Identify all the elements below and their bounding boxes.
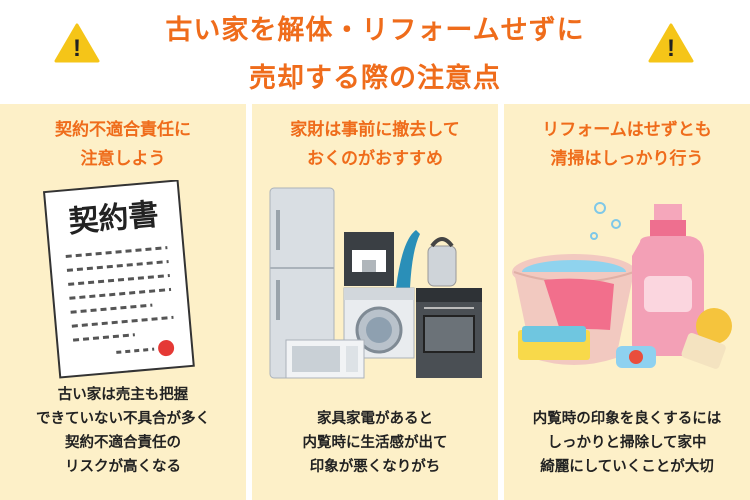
panel-body-line: リスクが高くなる (65, 459, 181, 475)
panel-title-line: リフォームはせずとも (542, 120, 712, 140)
panel-title-line: 清掃はしっかり行う (550, 149, 704, 169)
panel-cleaning: リフォームはせずとも 清掃はしっかり行う (504, 104, 750, 500)
appliances-illustration (269, 187, 482, 379)
panel-body: 内覧時の印象を良くするには しっかりと掃除して家中 綺麗にしていくことが大切 (504, 407, 750, 479)
coffee-maker-icon (344, 232, 394, 286)
panel-body-line: 古い家は売主も把握 (57, 387, 189, 403)
contract-document-illustration: 契約書 (42, 180, 195, 379)
panel-body-line: 契約不適合責任の (65, 435, 181, 451)
panel-title-line: 契約不適合責任に (55, 120, 191, 140)
svg-text:!: ! (667, 35, 675, 62)
contract-title-text: 契約書 (67, 197, 160, 240)
panel-body-line: できていない不具合が多く (36, 411, 210, 427)
panel-body: 家具家電があると 内覧時に生活感が出て 印象が悪くなりがち (252, 407, 498, 479)
warning-triangle-icon: ! (54, 23, 100, 63)
panel-title-line: 家財は事前に撤去して (290, 120, 460, 140)
warning-triangle-icon: ! (648, 23, 694, 63)
panel-body-line: 内覧時に生活感が出て (302, 435, 448, 451)
panel-body-line: 家具家電があると (317, 411, 433, 427)
sponge-icon (518, 326, 590, 360)
oven-icon (416, 288, 482, 378)
microwave-icon (285, 339, 365, 379)
panel-body-line: しっかりと掃除して家中 (547, 435, 707, 451)
panel-remove-furniture: 家財は事前に撤去して おくのがおすすめ (252, 104, 498, 500)
svg-text:!: ! (73, 35, 81, 62)
panel-title: リフォームはせずとも 清掃はしっかり行う (504, 116, 750, 174)
detergent-bottle-icon (632, 204, 704, 356)
panel-body-line: 綺麗にしていくことが大切 (540, 459, 714, 475)
scrub-brush-icon (681, 308, 732, 369)
cleaning-supplies-illustration (512, 202, 732, 369)
page-title-line-1: 古い家を解体・リフォームせずに (165, 15, 585, 46)
washing-machine-icon (343, 287, 415, 359)
kettle-icon (427, 237, 457, 287)
panel-body-line: 印象が悪くなりがち (309, 459, 441, 475)
header: ! 古い家を解体・リフォームせずに 売却する際の注意点 ! (0, 0, 750, 104)
panel-title-line: おくのがおすすめ (307, 149, 443, 169)
page-title-line-2: 売却する際の注意点 (249, 63, 501, 94)
panel-contract-liability: 契約不適合責任に 注意しよう 契約書 古い家は売主も把握 できていない不具合が多… (0, 104, 246, 500)
refrigerator-icon (269, 187, 335, 379)
panel-title: 契約不適合責任に 注意しよう (0, 116, 246, 174)
iron-icon (396, 230, 420, 288)
panel-title: 家財は事前に撤去して おくのがおすすめ (252, 116, 498, 174)
panel-title-line: 注意しよう (80, 149, 166, 169)
panel-body: 古い家は売主も把握 できていない不具合が多く 契約不適合責任の リスクが高くなる (0, 383, 246, 479)
panel-body-line: 内覧時の印象を良くするには (532, 411, 722, 427)
soap-icon (616, 346, 656, 368)
